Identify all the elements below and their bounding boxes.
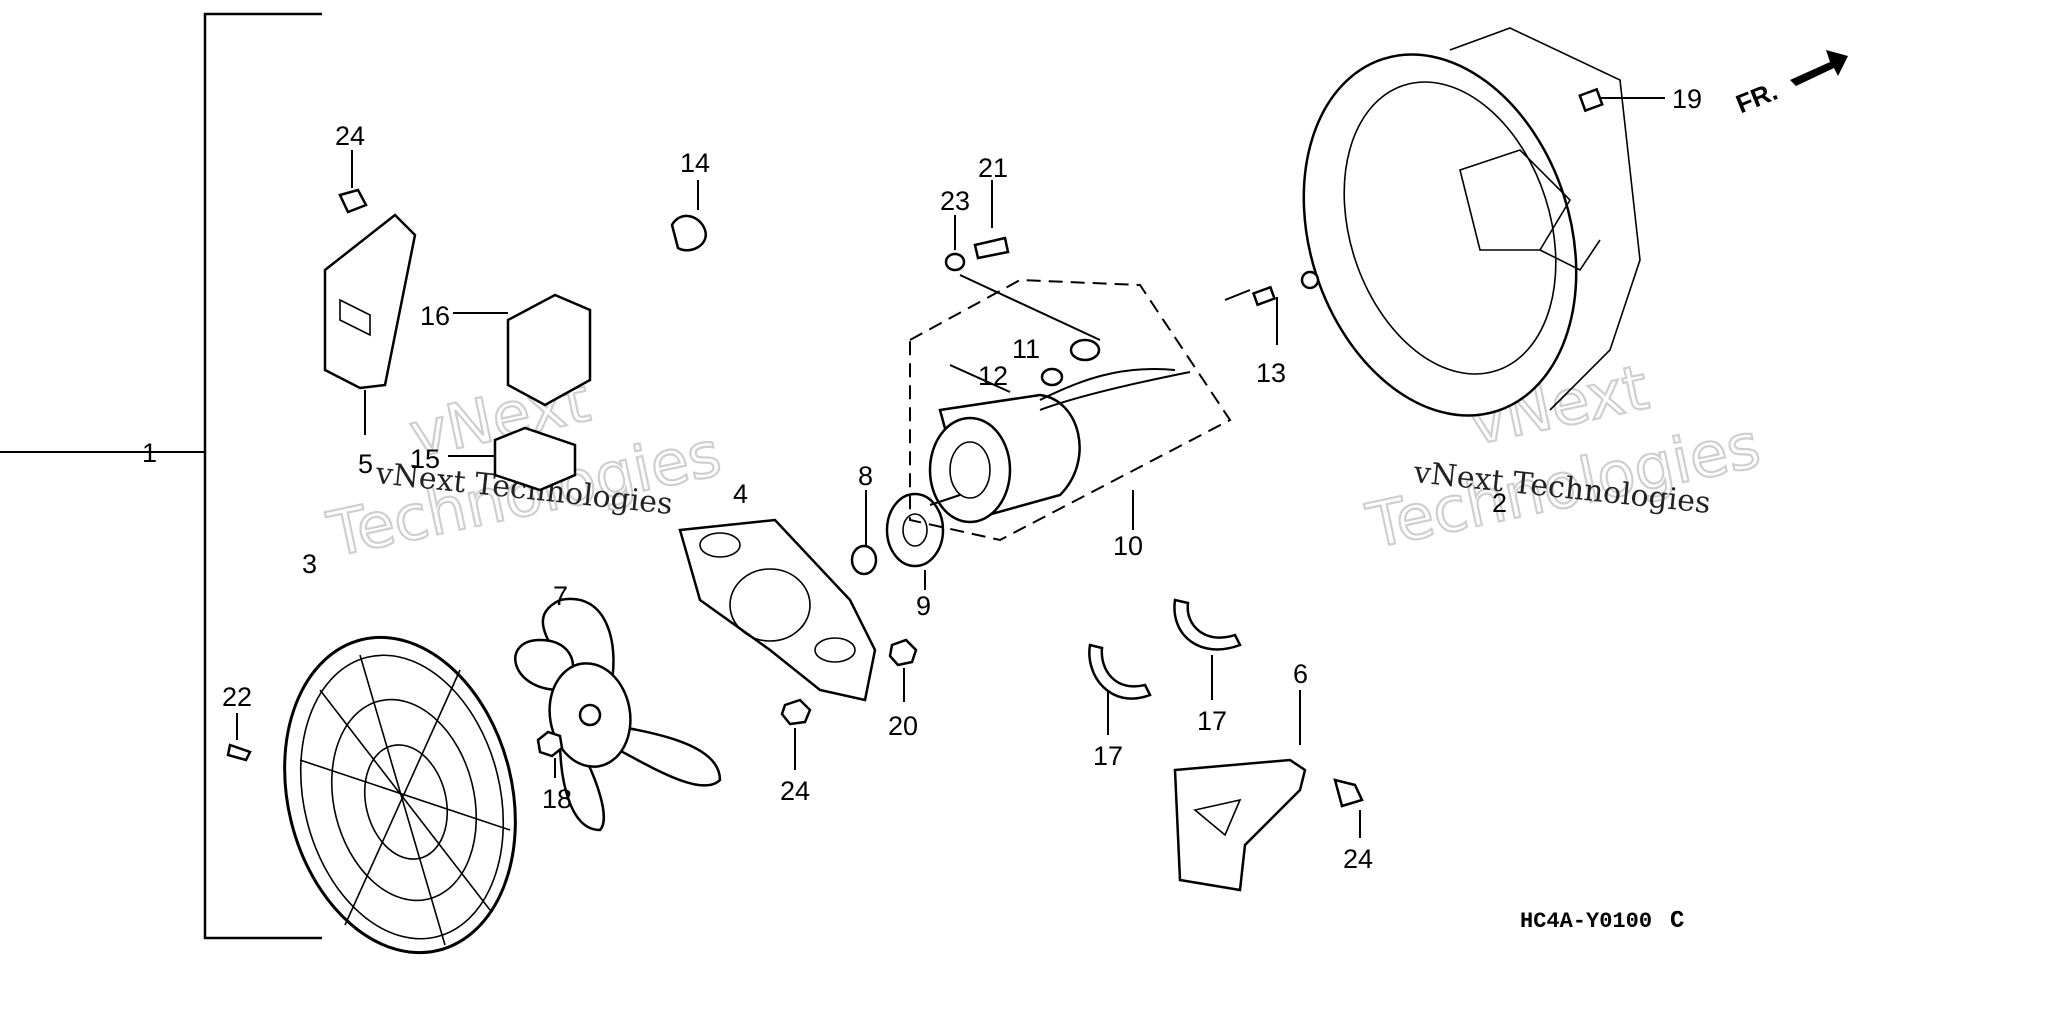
callout-15: 15 <box>410 444 440 474</box>
callout-14: 14 <box>680 148 710 178</box>
callout-17a: 17 <box>1093 741 1123 771</box>
assembly-bracket <box>0 12 322 940</box>
fan-guard <box>283 635 517 955</box>
callout-10: 10 <box>1113 531 1143 561</box>
callout-2: 2 <box>1492 488 1507 518</box>
callout-17b: 17 <box>1197 706 1227 736</box>
clamp-17a <box>1088 643 1152 735</box>
bolt-24-bracket <box>1333 778 1364 838</box>
callout-12: 12 <box>978 361 1008 391</box>
collar-8 <box>850 490 878 576</box>
pulley-9 <box>885 492 945 590</box>
callout-24-top: 24 <box>335 121 365 151</box>
nut-18 <box>536 730 564 778</box>
callout-8: 8 <box>858 461 873 491</box>
nut-20 <box>888 638 918 702</box>
callout-3: 3 <box>302 549 317 579</box>
callout-16: 16 <box>420 301 450 331</box>
motor-wiring <box>949 270 1320 411</box>
callout-7: 7 <box>553 581 568 611</box>
callout-22: 22 <box>222 682 252 712</box>
bracket-5 <box>323 213 417 435</box>
bolt-24-plate <box>780 698 812 770</box>
callout-6: 6 <box>1293 659 1308 689</box>
diagram-reference: HC4A-Y0100 C <box>1520 908 1684 935</box>
callout-4: 4 <box>733 479 748 509</box>
diagram-revision: C <box>1670 908 1684 935</box>
callout-21: 21 <box>978 153 1008 183</box>
front-direction-indicator: FR. <box>1732 50 1848 119</box>
fan-motor <box>909 278 1232 542</box>
callout-1: 1 <box>142 438 157 468</box>
callout-18: 18 <box>542 784 572 814</box>
diagram-code: HC4A-Y0100 <box>1520 909 1652 934</box>
screw-22 <box>226 713 252 762</box>
callout-24-plate: 24 <box>780 776 810 806</box>
callout-19: 19 <box>1672 84 1702 114</box>
callout-9: 9 <box>916 591 931 621</box>
callout-20: 20 <box>888 711 918 741</box>
fan-blade <box>514 597 722 832</box>
callout-23: 23 <box>940 186 970 216</box>
mounting-plate <box>678 518 877 702</box>
clip-14 <box>670 180 708 252</box>
washer-23 <box>944 215 1101 341</box>
callout-labels: 1 2 3 4 5 6 7 8 9 10 11 12 13 14 15 16 1… <box>142 84 1702 874</box>
bolt-24-top <box>338 150 368 214</box>
bolt-21 <box>973 180 1010 260</box>
clamp-17b <box>1173 598 1242 700</box>
bolt-19 <box>1578 87 1665 113</box>
front-direction-label: FR. <box>1732 76 1782 120</box>
callout-5: 5 <box>358 449 373 479</box>
callout-13: 13 <box>1256 358 1286 388</box>
relay-16 <box>453 293 592 407</box>
callout-24-bracket: 24 <box>1343 844 1373 874</box>
relay-15 <box>448 426 577 492</box>
bracket-6 <box>1173 690 1307 892</box>
callout-11: 11 <box>1012 334 1040 364</box>
